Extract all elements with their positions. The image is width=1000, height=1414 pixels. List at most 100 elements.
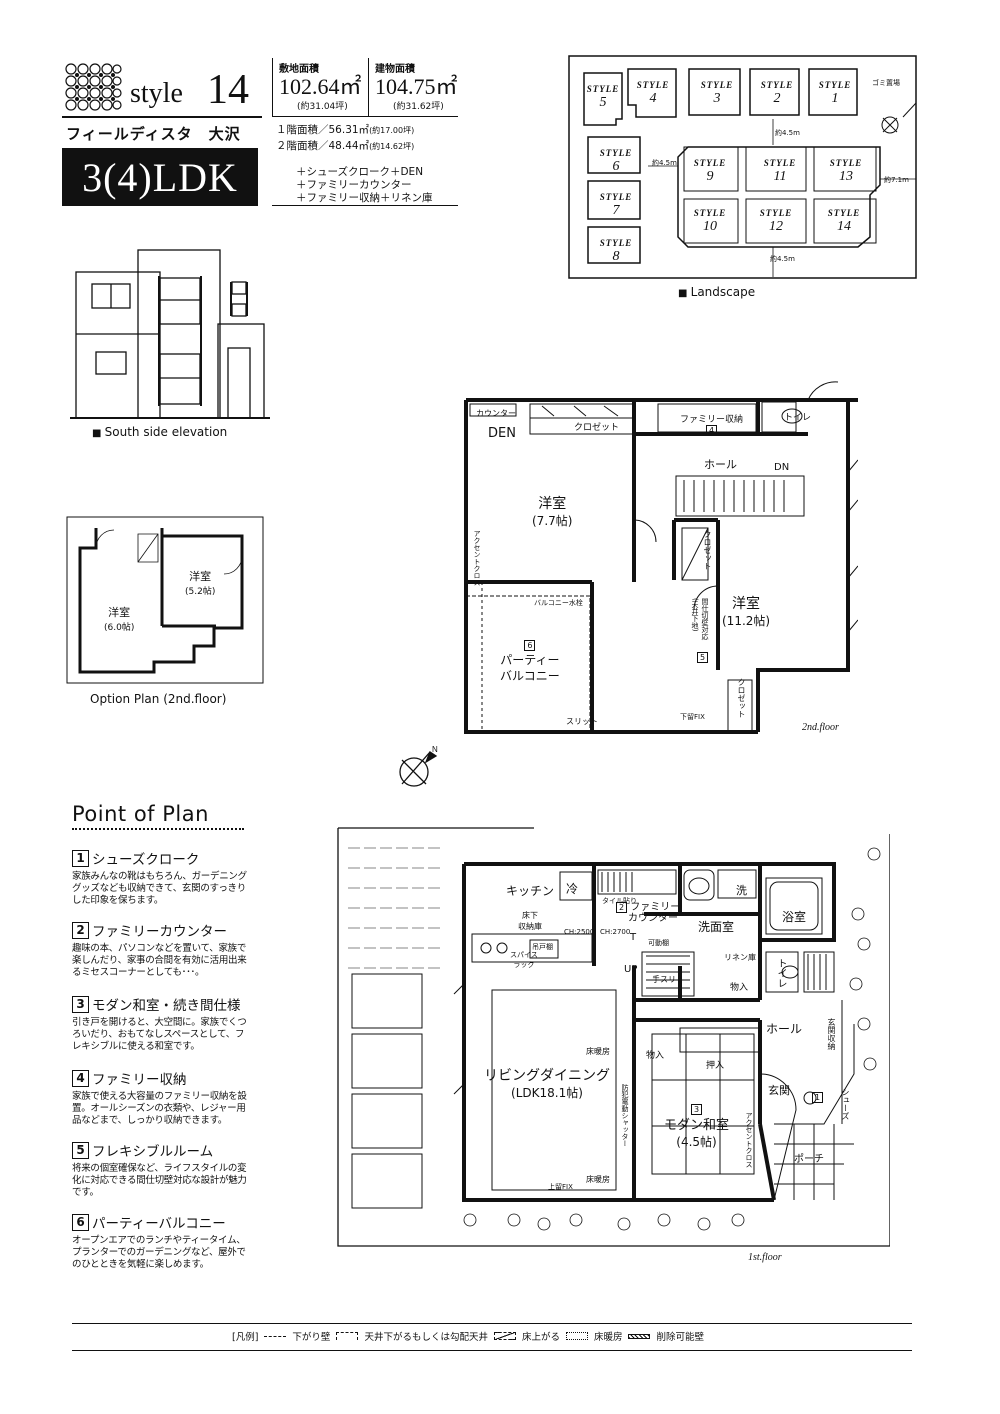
f1-bath: 浴室: [782, 910, 807, 924]
point-item-title: シューズクローク: [92, 852, 200, 868]
f1-fc-line2: カウンター: [628, 913, 678, 924]
f2-den: DEN: [488, 426, 516, 441]
f2-partition-num: 5: [697, 652, 709, 663]
logo-pattern-icon: [65, 63, 122, 111]
f1-tv: T: [630, 932, 637, 943]
point-item-number: 5: [72, 1141, 89, 1159]
f1-genkan-storage: 玄関収納: [827, 1018, 836, 1050]
south-elevation-drawing: [70, 249, 270, 419]
lot-number: 1: [831, 91, 839, 106]
f1-shoes-num: 1: [812, 1092, 824, 1103]
option-plan-drawing: [66, 516, 264, 684]
building-area-label: 建物面積: [375, 64, 415, 75]
f1-upper-fix: 上留FIX: [548, 1183, 573, 1191]
f1-handrail: 手スリ: [652, 975, 676, 984]
f2-room-b-size: (11.2帖): [722, 614, 771, 628]
point-item-number: 3: [72, 995, 89, 1013]
f1-kitchen: キッチン: [506, 884, 555, 898]
legend: [凡例] 下がり壁 天井下がるもしくは勾配天井 床上がる 床暖房 削除可能壁: [232, 1329, 704, 1343]
building-area-tsubo: (約31.62坪): [393, 102, 444, 112]
point-item-title: モダン和室・続き間仕様: [92, 998, 241, 1014]
f1-floor-storage-2: 収納庫: [518, 922, 542, 931]
svg-text:N: N: [432, 745, 438, 754]
f2-closet-vertical-1: クロゼット: [703, 530, 712, 570]
f1-spice-1: スパイス: [510, 951, 538, 959]
building-area-value: 104.75㎡: [375, 74, 458, 99]
f1-floor-storage-1: 床下: [522, 911, 538, 920]
f2-room-a-size: (7.7帖): [532, 514, 573, 528]
road-width-2: 約4.5m: [775, 129, 800, 137]
garbage-area: ゴミ置場: [872, 79, 900, 87]
land-area-block: 敷地面積 102.64㎡ (約31.04坪): [272, 58, 366, 116]
point-item-title: ファミリーカウンター: [92, 924, 227, 940]
f2-room-b: 洋室(11.2帖): [722, 596, 770, 630]
lot-number: 10: [703, 219, 717, 234]
f1-storage-1: 物入: [730, 983, 749, 993]
option-room-1-size: (5.2帖): [185, 587, 216, 597]
land-area-tsubo: (約31.04坪): [297, 102, 348, 112]
land-area-value: 102.64㎡: [279, 74, 362, 99]
floor2-area-text: ２階面積／48.44㎡: [276, 140, 370, 152]
lot-style-word: STYLE: [827, 208, 861, 218]
f2-family-storage-num: 4: [705, 425, 718, 436]
floor1-area: １階面積／56.31㎡(約17.00坪): [276, 122, 414, 137]
floor1-plan-drawing: [337, 827, 890, 1247]
f2-party-line2: バルコニー: [500, 669, 560, 683]
f2-balcony-tap: バルコニー水栓: [534, 599, 583, 607]
f1-fc-num: 2: [616, 902, 628, 913]
feature-2: ＋ファミリーカウンター: [296, 179, 412, 191]
lot-number: 4: [649, 91, 657, 106]
option-room-2-size: (6.0帖): [104, 623, 135, 633]
feature-1: ＋シューズクローク＋DEN: [296, 166, 424, 178]
f2-closet-vertical-2: クロゼット: [737, 678, 746, 718]
f1-living-label: リビングダイニング: [484, 1068, 610, 1084]
f1-japanese-size: (4.5帖): [676, 1135, 717, 1149]
building-area-block: 建物面積 104.75㎡ (約31.62坪): [368, 58, 462, 116]
lot-number: 9: [706, 169, 714, 184]
floor1-area-tsubo: (約17.00坪): [369, 126, 415, 135]
road-width-1: 約4.5m: [652, 159, 677, 167]
f1-up: UP: [624, 964, 638, 975]
point-of-plan-title: Point of Plan: [72, 802, 209, 826]
legend-item-1: 下がり壁: [292, 1332, 331, 1343]
land-area-label: 敷地面積: [279, 64, 319, 75]
landscape-map: [568, 55, 917, 279]
f1-wash: 洗: [736, 884, 747, 897]
floor2-area: ２階面積／48.44㎡(約14.62坪): [276, 138, 414, 153]
legend-bottom-rule: [72, 1350, 912, 1351]
compass-north-icon: N: [399, 745, 438, 787]
landscape-caption: Landscape: [678, 285, 755, 299]
f1-japanese-label: モダン和室: [664, 1118, 730, 1133]
lot-number: 5: [599, 95, 607, 110]
point-item-number: 2: [72, 921, 89, 939]
option-plan-caption: Option Plan (2nd.floor): [90, 692, 227, 706]
point-item-number: 4: [72, 1069, 89, 1087]
f2-accent-cross: アクセントクロス: [473, 530, 481, 586]
road-width-3: 約4.5m: [770, 255, 795, 263]
point-item-number: 1: [72, 849, 89, 867]
point-item-desc: 家族みんなの靴はもちろん、ガーデニンググッズなども収納できて、玄関のすっきりした…: [72, 871, 247, 906]
lot-number: 3: [713, 91, 721, 106]
lot-style-word: STYLE: [693, 208, 727, 218]
f2-fix-window: 下留FIX: [680, 713, 705, 721]
point-item-desc: 将来の個室確保など、ライフスタイルの変化に対応できる間仕切壁対応な設計が魅力です…: [72, 1163, 247, 1198]
lot-number: 12: [769, 219, 783, 234]
style-number: 14: [207, 67, 249, 113]
legend-item-3: 床上がる: [521, 1332, 560, 1343]
legend-title: [凡例]: [232, 1332, 259, 1343]
f1-accent-cross: アクセントクロス: [745, 1112, 753, 1168]
floor1-area-text: １階面積／56.31㎡: [276, 124, 370, 136]
lot-style-word: STYLE: [599, 148, 633, 158]
point-item-desc: 趣味の本、パソコンなどを置いて、家族で楽しんだり、家事の合間を有効に活用出来るミ…: [72, 943, 247, 978]
f1-bookshelf: 可動棚: [648, 939, 669, 947]
f1-porch: ポーチ: [794, 1154, 824, 1165]
